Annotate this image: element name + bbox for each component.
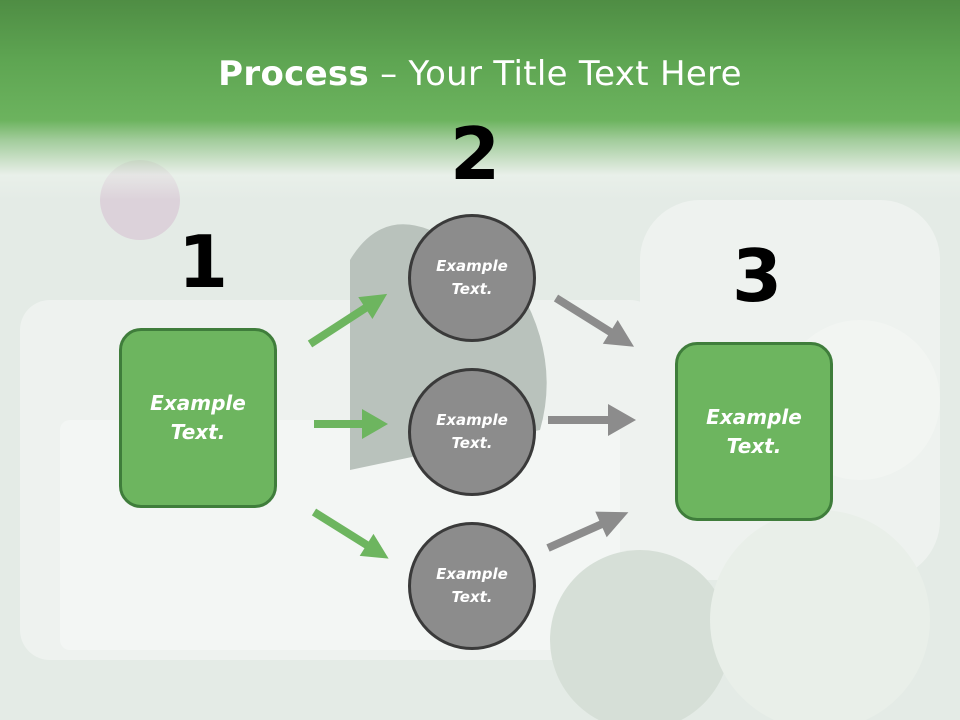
circle-2-line2: Text. <box>451 434 493 452</box>
circle-2-line1: Example <box>436 411 508 429</box>
circle-3-line2: Text. <box>451 588 493 606</box>
step-3-line1: Example <box>706 404 802 429</box>
step-1-line1: Example <box>150 391 246 415</box>
gray-arrow-mid <box>548 404 636 436</box>
step-1-line2: Text. <box>170 420 226 444</box>
green-arrow-up <box>307 293 388 348</box>
gray-arrow-down <box>553 294 635 347</box>
step-number-1: 1 <box>178 220 229 304</box>
header-band <box>0 0 960 200</box>
slide-title: Process – Your Title Text Here <box>0 52 960 96</box>
step-number-2: 2 <box>450 112 501 196</box>
green-arrow-mid <box>314 409 388 439</box>
step-3-line2: Text. <box>726 433 782 458</box>
circle-1-line2: Text. <box>451 280 493 298</box>
circle-3-line1: Example <box>436 565 508 583</box>
gray-arrow-up <box>546 511 629 552</box>
green-arrow-down <box>311 508 389 559</box>
title-rest: – Your Title Text Here <box>369 54 742 94</box>
circle-1-line1: Example <box>436 257 508 275</box>
title-bold: Process <box>218 54 370 94</box>
step-number-3: 3 <box>732 234 783 318</box>
